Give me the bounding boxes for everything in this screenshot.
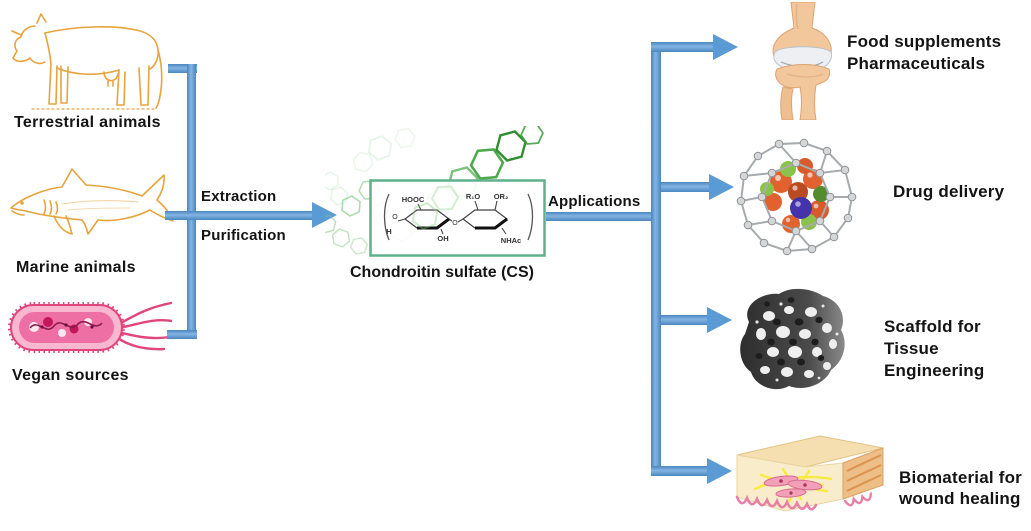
branch-arrow-drug-shaft: [661, 182, 711, 192]
group-nhac: NHAc: [501, 236, 521, 245]
right-bracket-vertical: [651, 42, 661, 476]
application-label-scaffold-line1: Scaffold for: [884, 317, 981, 336]
application-label-wound: Biomaterial for wound healing: [899, 467, 1022, 509]
application-label-scaffold: Scaffold for Tissue Engineering: [884, 316, 984, 382]
knee-joint-icon: [772, 2, 832, 120]
source-label-vegan: Vegan sources: [12, 367, 129, 384]
application-label-food-line2: Pharmaceuticals: [847, 54, 986, 73]
atom-o-left: O: [392, 214, 398, 221]
application-label-drug-line1: Drug delivery: [893, 182, 1005, 201]
source-label-marine: Marine animals: [16, 259, 136, 276]
application-label-scaffold-line2: Tissue: [884, 339, 939, 358]
application-label-wound-line1: Biomaterial for: [899, 468, 1022, 487]
bacteria-icon: [8, 301, 172, 353]
branch-arrow-food-head: [713, 34, 738, 60]
application-label-food: Food supplements Pharmaceuticals: [847, 31, 1001, 75]
group-h: H: [386, 227, 391, 236]
structure-box: [369, 179, 546, 257]
group-or2: OR₂: [494, 192, 509, 201]
branch-arrow-food-shaft: [651, 42, 715, 52]
application-label-wound-line2: wound healing: [899, 489, 1021, 508]
process-step-purification: Purification: [201, 227, 286, 244]
left-bracket-top-arm: [168, 64, 197, 73]
process-step-extraction: Extraction: [201, 188, 277, 205]
branch-arrow-drug-head: [709, 174, 734, 200]
applications-label: Applications: [548, 193, 641, 210]
applications-connector: [546, 212, 656, 221]
extraction-arrow-shaft: [165, 211, 313, 220]
atom-o-bridge: O: [452, 220, 458, 227]
source-label-terrestrial: Terrestrial animals: [14, 114, 161, 131]
shark-icon: [10, 168, 174, 235]
extraction-arrow-head: [312, 202, 337, 228]
branch-arrow-scaffold-head: [707, 307, 732, 333]
skin-icon: [735, 435, 884, 512]
application-label-drug: Drug delivery: [893, 181, 1004, 203]
chondroitin-sulfate-structure: O O HOOC R₁O OR₂ OH H NHAc: [325, 126, 547, 258]
cow-icon: [11, 13, 163, 110]
application-label-scaffold-line3: Engineering: [884, 361, 985, 380]
branch-arrow-wound-head: [707, 458, 732, 484]
nanocage-icon: [736, 138, 857, 256]
group-hooc: HOOC: [402, 195, 425, 204]
compound-name: Chondroitin sulfate (CS): [350, 264, 534, 281]
group-oh: OH: [437, 234, 448, 243]
left-bracket-vertical: [187, 64, 196, 339]
scaffold-icon: [740, 288, 845, 390]
left-bracket-bottom-arm: [167, 330, 197, 339]
branch-arrow-scaffold-shaft: [661, 315, 709, 325]
group-r1o: R₁O: [466, 192, 481, 201]
branch-arrow-wound-shaft: [651, 466, 709, 476]
application-label-food-line1: Food supplements: [847, 32, 1002, 51]
